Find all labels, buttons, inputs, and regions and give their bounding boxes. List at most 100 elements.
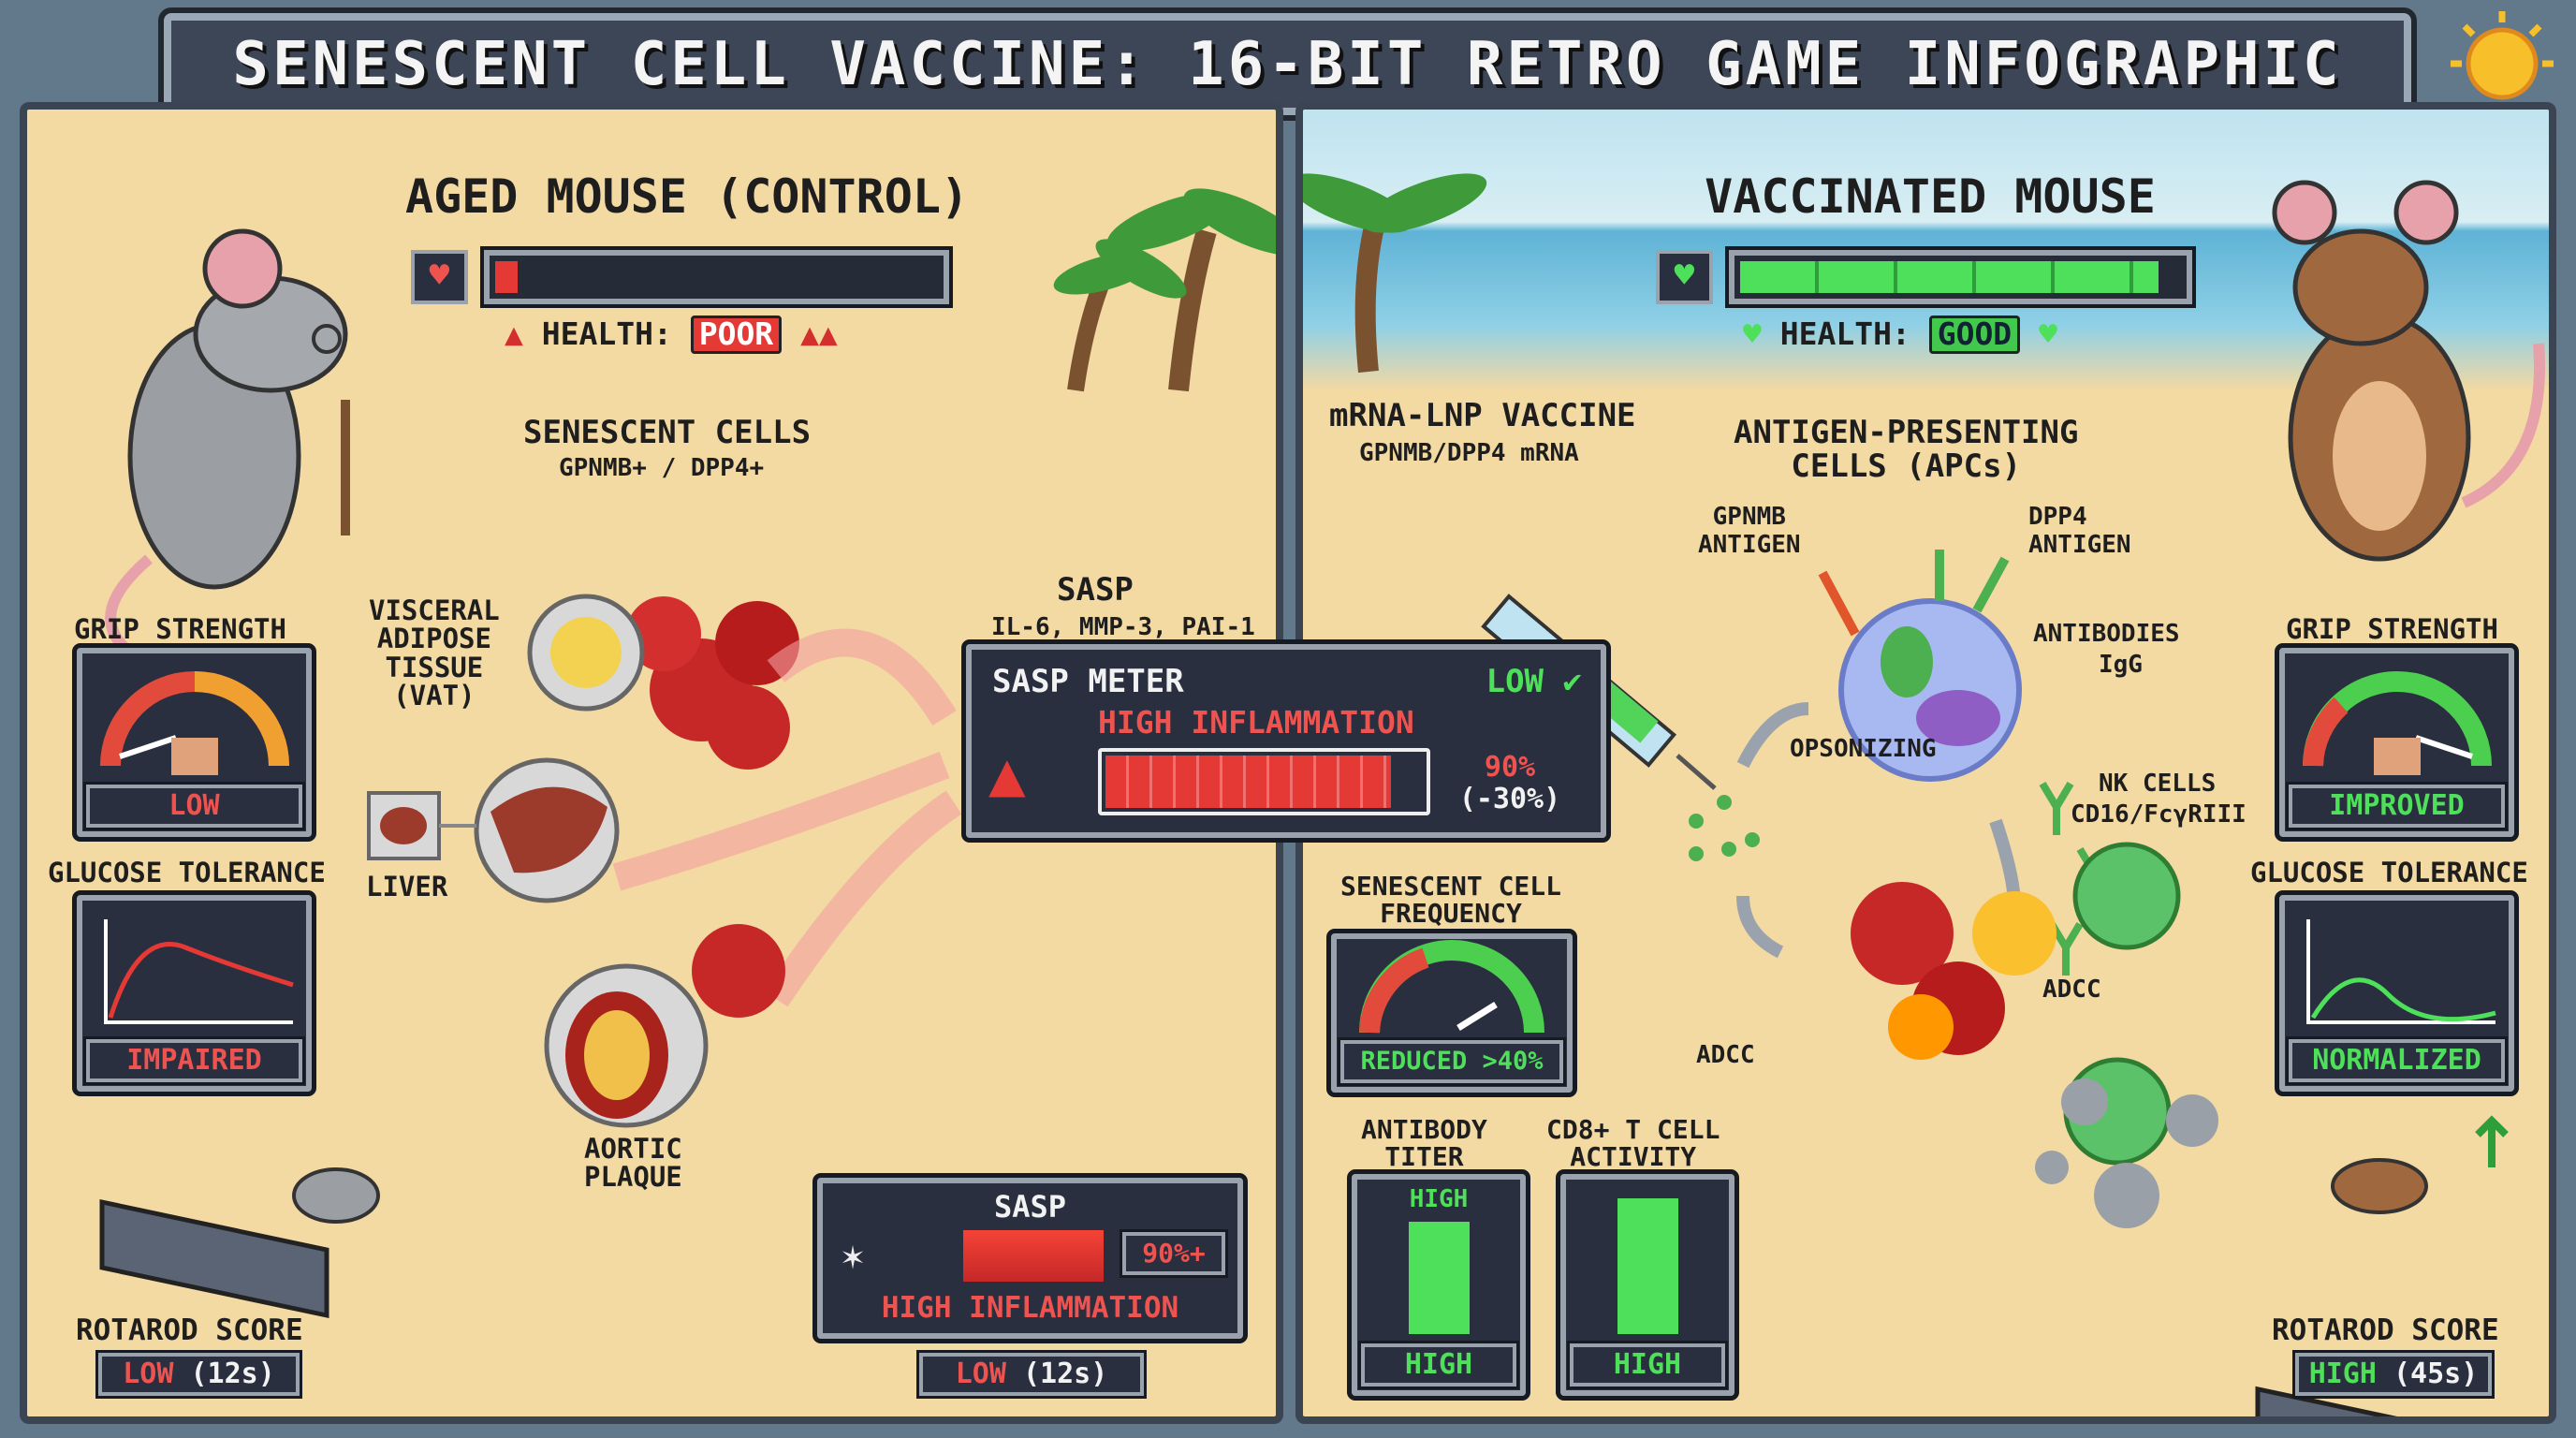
heart-icon: ♥ bbox=[1656, 250, 1713, 304]
nk-cells-label: NK CELLS bbox=[2099, 770, 2217, 798]
sasp-meter-title: SASP METER bbox=[992, 663, 1184, 700]
opsonizing-label: OPSONIZING bbox=[1790, 735, 1937, 763]
liver-icon bbox=[367, 757, 620, 903]
treadmill-old-mouse-icon bbox=[99, 1167, 380, 1319]
aged-mouse-heading: AGED MOUSE (CONTROL) bbox=[404, 169, 970, 224]
rotarod-badge: LOW (12s) bbox=[95, 1350, 302, 1399]
sen-freq-title: SENESCENT CELL FREQUENCY bbox=[1340, 871, 1562, 930]
glucose-chart-aged: IMPAIRED bbox=[72, 890, 316, 1096]
antibody-titer-fill bbox=[1409, 1222, 1470, 1334]
apc-title: ANTIGEN-PRESENTING CELLS (APCs) bbox=[1734, 414, 2079, 485]
antibodies-label: ANTIBODIES bbox=[2033, 620, 2180, 648]
sasp-meter-value: 90% bbox=[1484, 751, 1536, 784]
antibody-titer-title: ANTIBODY TITER bbox=[1361, 1114, 1487, 1173]
warning-icon: ▲ bbox=[505, 315, 542, 352]
sasp-box-title: SASP bbox=[993, 1189, 1067, 1225]
senescent-cells-cluster bbox=[626, 596, 799, 770]
grip-status: LOW bbox=[83, 782, 305, 830]
vaccine-sub: GPNMB/DPP4 mRNA bbox=[1359, 439, 1579, 467]
nk-cells-sub: CD16/FcγRIII bbox=[2071, 800, 2247, 829]
senescent-cell-explosion bbox=[1851, 882, 2056, 1060]
glucose-chart-vaccinated: NORMALIZED bbox=[2275, 890, 2519, 1096]
senescent-cells-sub: GPNMB+ / DPP4+ bbox=[559, 454, 765, 482]
badge-level: LOW bbox=[955, 1357, 1006, 1390]
health-label: HEALTH: bbox=[1779, 315, 1910, 352]
muscular-mouse-icon bbox=[2272, 180, 2545, 562]
left-illustrations bbox=[99, 188, 1276, 1319]
sasp-box-badge: LOW (12s) bbox=[916, 1350, 1147, 1399]
aortic-plaque-label: AORTIC PLAQUE bbox=[584, 1133, 682, 1194]
vaccine-title: mRNA-LNP VACCINE bbox=[1329, 397, 1636, 434]
badge-value: (12s) bbox=[1022, 1357, 1108, 1390]
grip-gauge-aged: LOW bbox=[72, 643, 316, 842]
warning-icon: ▲ bbox=[988, 738, 1026, 810]
page-title: SENESCENT CELL VACCINE: 16-BIT RETRO GAM… bbox=[232, 29, 2343, 99]
adcc-right-label: ADCC bbox=[2042, 976, 2101, 1004]
grip-status: IMPROVED bbox=[2286, 782, 2508, 830]
checkmark-icon: ✔ bbox=[1562, 663, 1582, 700]
sasp-meter-fill bbox=[1105, 756, 1392, 808]
health-status-good: GOOD bbox=[1928, 315, 2021, 354]
cell-debris bbox=[2035, 1078, 2218, 1228]
glucose-curve bbox=[2306, 919, 2496, 1024]
cd8-status: HIGH bbox=[1567, 1341, 1728, 1389]
sasp-meter-warning: HIGH INFLAMMATION bbox=[1098, 704, 1414, 741]
rotarod-title: ROTAROD SCORE bbox=[76, 1313, 303, 1347]
cell-burst-icon: ✶ bbox=[842, 1235, 865, 1278]
cd8-activity-bar: HIGH bbox=[1556, 1169, 1739, 1401]
rotarod-level: LOW bbox=[123, 1357, 174, 1390]
apc-cell-icon bbox=[1818, 550, 2022, 782]
health-bar-vaccinated bbox=[1725, 246, 2196, 308]
sasp-box-bar bbox=[963, 1230, 1104, 1282]
glucose-status: NORMALIZED bbox=[2286, 1036, 2508, 1085]
health-label: HEALTH: bbox=[541, 315, 672, 352]
rotarod-title: ROTAROD SCORE bbox=[2272, 1313, 2499, 1347]
cd8-fill bbox=[1617, 1198, 1678, 1334]
health-status-poor: POOR bbox=[690, 315, 783, 354]
rotarod-badge: HIGH (45s) bbox=[2292, 1350, 2495, 1399]
antibodies-sub: IgG bbox=[2099, 651, 2143, 679]
senescent-cells-title: SENESCENT CELLS bbox=[523, 414, 812, 451]
glucose-curve bbox=[104, 919, 294, 1024]
vat-label: VISCERAL ADIPOSE TISSUE (VAT) bbox=[369, 594, 500, 712]
rotarod-level: HIGH bbox=[2308, 1357, 2377, 1390]
palm-tree-icon bbox=[1303, 173, 1487, 374]
dpp4-antigen-label: DPP4 ANTIGEN bbox=[2028, 503, 2131, 559]
sasp-box-bar-fill bbox=[963, 1230, 1104, 1282]
glucose-status: IMPAIRED bbox=[83, 1036, 305, 1085]
sasp-meter: SASP METER LOW ✔ HIGH INFLAMMATION ▲ 90%… bbox=[961, 639, 1611, 843]
grip-strength-title: GRIP STRENGTH bbox=[2286, 613, 2498, 645]
heart-icon: ♥ bbox=[1743, 315, 1780, 352]
gauge-icon bbox=[1359, 940, 1544, 1034]
sasp-box-warning: HIGH INFLAMMATION bbox=[881, 1291, 1179, 1325]
sasp-meter-status: LOW ✔ bbox=[1486, 663, 1582, 700]
glucose-tolerance-title: GLUCOSE TOLERANCE bbox=[48, 857, 326, 888]
health-status-aged: ▲ HEALTH: POOR ▲▲ bbox=[505, 315, 838, 354]
warning-icon: ▲▲ bbox=[800, 315, 838, 352]
health-bar-aged bbox=[480, 246, 953, 308]
nk-cell-icon bbox=[2063, 842, 2181, 1166]
gauge-icon bbox=[2303, 671, 2492, 775]
antibody-titer-top: HIGH bbox=[1409, 1185, 1469, 1213]
aortic-plaque-icon bbox=[544, 924, 785, 1128]
old-mouse-icon bbox=[105, 228, 350, 657]
palm-tree-icon bbox=[1053, 188, 1276, 392]
sen-freq-gauge: REDUCED >40% bbox=[1326, 929, 1577, 1097]
glucose-tolerance-title: GLUCOSE TOLERANCE bbox=[2250, 857, 2528, 888]
status-text: LOW bbox=[1486, 663, 1544, 700]
liver-label: LIVER bbox=[366, 871, 448, 902]
sasp-box-value: 90%+ bbox=[1120, 1229, 1228, 1278]
vat-icon bbox=[527, 594, 645, 712]
antibody-titer-status: HIGH bbox=[1358, 1341, 1519, 1389]
sen-freq-status: REDUCED >40% bbox=[1338, 1037, 1566, 1086]
grip-gauge-vaccinated: IMPROVED bbox=[2275, 643, 2519, 842]
sasp-box: SASP ✶ 90%+ HIGH INFLAMMATION bbox=[812, 1173, 1248, 1343]
sun-icon bbox=[2451, 11, 2554, 100]
adcc-left-label: ADCC bbox=[1696, 1041, 1755, 1069]
cd8-title: CD8+ T CELL ACTIVITY bbox=[1546, 1114, 1720, 1173]
gauge-icon bbox=[100, 671, 289, 775]
sasp-meter-bar bbox=[1098, 748, 1430, 815]
sasp-sub: IL-6, MMP-3, PAI-1 bbox=[991, 613, 1255, 641]
grip-strength-title: GRIP STRENGTH bbox=[74, 613, 286, 645]
rotarod-value: (12s) bbox=[190, 1357, 275, 1390]
